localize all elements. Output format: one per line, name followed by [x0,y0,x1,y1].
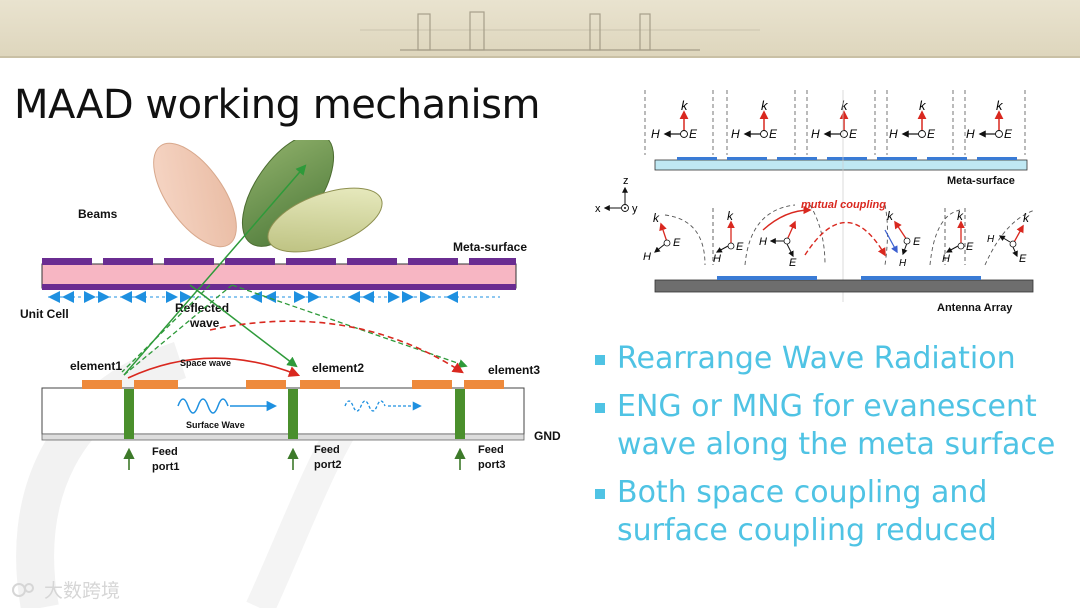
mutual-coupling-label: mutual coupling [801,199,886,211]
field-coupling-diagram: k H E k H E k H E k H E [595,90,1036,314]
h-symbol: H [889,127,898,141]
antenna-substrate [41,380,525,441]
metasurface-label: Meta-surface [453,240,527,254]
reflected-wave-label-line2: wave [189,316,220,330]
k-symbol: k [727,209,734,223]
k-symbol: k [996,98,1004,113]
axis-z-label: z [623,175,629,187]
brand-watermark-text: 大数跨境 [44,580,121,602]
bullet-text: Both space coupling and surface coupling… [617,475,997,548]
header-decoration [360,11,760,51]
beams-label: Beams [78,207,118,221]
e-symbol: E [673,237,681,249]
h-symbol: H [643,251,651,263]
antenna-field-symbols: k H E k H E H E k E H [643,209,1030,269]
feed-port3-line2: port3 [478,459,506,471]
bullet-text: Rearrange Wave Radiation [617,341,1016,376]
brand-logo-icon [12,582,34,597]
antenna-array-label: Antenna Array [937,302,1013,314]
e-symbol: E [849,127,858,141]
unit-cell-label: Unit Cell [20,307,69,321]
metasurface-panel-label: Meta-surface [947,175,1015,187]
e-symbol: E [769,127,778,141]
axis-y-label: y [632,203,638,215]
h-symbol: H [811,127,820,141]
surface-wave-label: Surface Wave [186,420,245,430]
element2-label: element2 [312,361,364,375]
h-symbol: H [713,253,721,265]
e-symbol: E [689,127,698,141]
h-symbol: H [987,234,995,245]
bullet-square-icon [595,489,605,499]
bullet-item: ENG or MNG for evanescent wave along the… [595,388,1065,464]
e-symbol: E [913,236,921,248]
h-symbol: H [759,236,767,248]
k-symbol: k [681,98,689,113]
gnd-label: GND [534,429,561,443]
e-symbol: E [736,241,744,253]
feed-port2-line2: port2 [314,459,342,471]
feed-port3-line1: Feed [478,444,504,456]
metasurface-slab [654,159,1028,171]
h-symbol: H [899,258,907,269]
e-symbol: E [966,241,974,253]
k-symbol: k [841,98,849,113]
metasurface-field-symbols: k H E k H E k H E k H E [651,98,1013,141]
e-symbol: E [927,127,936,141]
space-wave-label: Space wave [180,358,231,368]
bullet-item: Both space coupling and surface coupling… [595,474,1065,550]
feed-port-arrows [123,447,466,470]
h-symbol: H [651,127,660,141]
k-symbol: k [1023,211,1030,225]
feed-port1-line1: Feed [152,446,178,458]
axis-x-label: x [595,203,601,215]
bullet-square-icon [595,403,605,413]
e-symbol: E [1004,127,1013,141]
k-symbol: k [919,98,927,113]
radiation-beams [153,140,383,253]
k-symbol: k [653,211,660,225]
maad-mechanism-diagram: Beams Meta-surface Unit Cell Reflected w… [20,140,561,473]
brand-watermark: 大数跨境 [12,576,120,603]
k-symbol: k [887,209,894,223]
bullet-item: Rearrange Wave Radiation [595,340,1065,378]
feed-port2-line1: Feed [314,444,340,456]
antenna-array-slab [654,279,1034,293]
h-symbol: H [966,127,975,141]
k-symbol: k [957,209,964,223]
e-symbol: E [789,257,797,269]
bullet-list: Rearrange Wave Radiation ENG or MNG for … [595,340,1065,560]
bullet-square-icon [595,355,605,365]
element3-label: element3 [488,363,540,377]
page-title: MAAD working mechanism [14,82,540,128]
e-symbol: E [1019,253,1027,265]
header-band [0,0,1080,58]
h-symbol: H [731,127,740,141]
element1-label: element1 [70,359,122,373]
k-symbol: k [761,98,769,113]
bullet-text: ENG or MNG for evanescent wave along the… [617,389,1056,462]
metasurface-layer [41,258,517,290]
axis-icon: z x y [595,175,638,215]
feed-port1-line2: port1 [152,461,180,473]
h-symbol: H [942,253,950,265]
